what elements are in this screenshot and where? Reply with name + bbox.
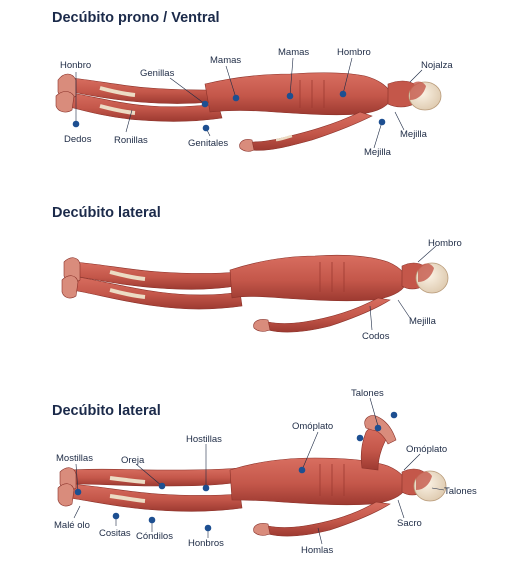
- label-talones-top: Talones: [351, 388, 384, 399]
- panel-title-prone: Decúbito prono / Ventral: [52, 10, 220, 26]
- label-homlas: Homlas: [301, 545, 333, 556]
- label-omoplato-2: Omóplato: [406, 444, 447, 455]
- label-mejilla-lateral: Mejilla: [409, 316, 436, 327]
- label-hombro-lateral: Hombro: [428, 238, 462, 249]
- label-hostillas: Hostillas: [186, 434, 222, 445]
- label-mejilla-1: Mejilla: [400, 129, 427, 140]
- label-mejilla-2: Mejilla: [364, 147, 391, 158]
- label-honbro: Honbro: [60, 60, 91, 71]
- label-hombro: Hombro: [337, 47, 371, 58]
- label-mamas-2: Mamas: [278, 47, 309, 58]
- label-mamas-1: Mamas: [210, 55, 241, 66]
- label-mostillas: Mostillas: [56, 453, 93, 464]
- label-dedos: Dedos: [64, 134, 91, 145]
- label-genillas: Genillas: [140, 68, 174, 79]
- label-cositas: Cositas: [99, 528, 131, 539]
- panel-title-lateral-2: Decúbito lateral: [52, 403, 161, 419]
- label-male-olo: Malé olo: [54, 520, 90, 531]
- label-nojalza: Nojalza: [421, 60, 453, 71]
- label-ronillas: Ronillas: [114, 135, 148, 146]
- label-oreja: Oreja: [121, 455, 144, 466]
- label-omoplato-1: Omóplato: [292, 421, 333, 432]
- label-talones-side: Talones: [444, 486, 477, 497]
- panel-title-lateral-1: Decúbito lateral: [52, 205, 161, 221]
- label-condilos: Cóndilos: [136, 531, 173, 542]
- figure-lateral-1: [62, 255, 448, 332]
- label-honbros: Honbros: [188, 538, 224, 549]
- label-codos: Codos: [362, 331, 389, 342]
- label-genitales: Genitales: [188, 138, 228, 149]
- label-sacro: Sacro: [397, 518, 422, 529]
